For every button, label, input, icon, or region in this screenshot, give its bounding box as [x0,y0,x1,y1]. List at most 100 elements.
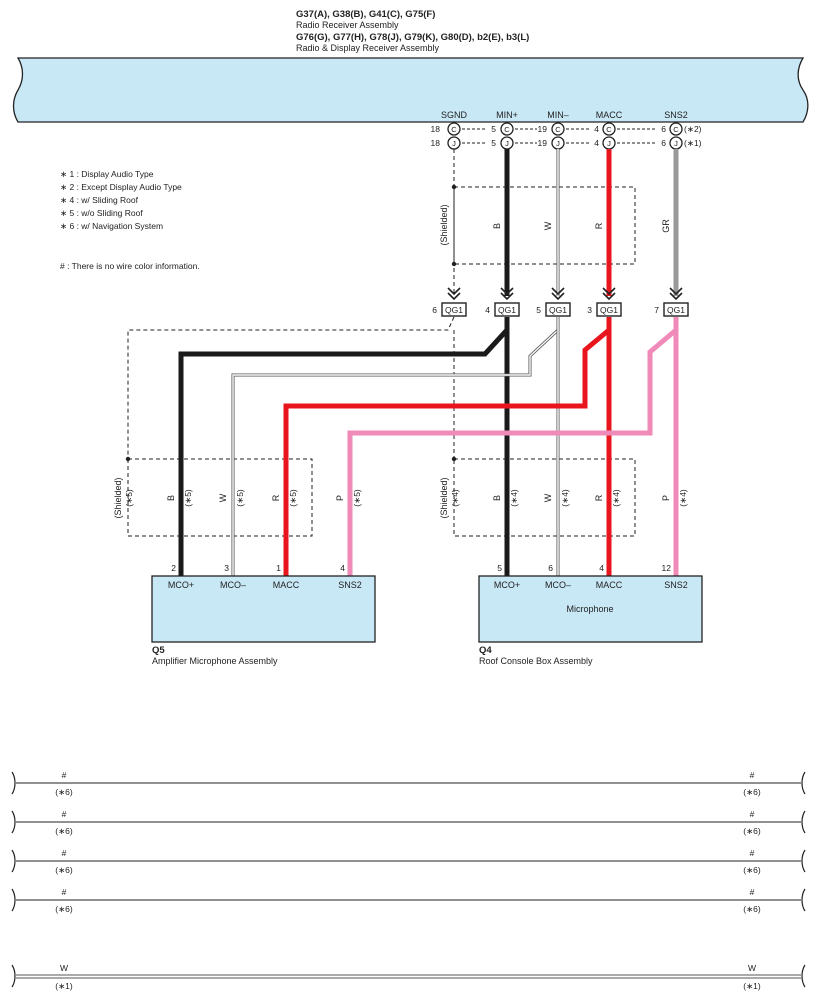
svg-text:QG1: QG1 [498,305,516,315]
svg-text:4: 4 [594,124,599,134]
legend: ∗ 1 : Display Audio Type ∗ 2 : Except Di… [60,169,200,271]
svg-text:6: 6 [548,563,553,573]
upper-color-gr: GR [661,219,671,233]
svg-text:18: 18 [431,138,441,148]
svg-text:P: P [335,495,345,501]
right-shield [453,458,636,537]
svg-text:#: # [750,770,755,780]
svg-text:5: 5 [536,305,541,315]
svg-text:4: 4 [599,563,604,573]
header-line1: G37(A), G38(B), G41(C), G75(F) [296,9,435,20]
upper-color-w: W [543,221,553,230]
svg-text:MCO–: MCO– [220,580,246,590]
svg-text:18: 18 [431,124,441,134]
q4-roof-console-box [478,575,703,643]
svg-text:(∗4): (∗4) [450,489,460,507]
svg-text:3: 3 [224,563,229,573]
terminal-name-sgnd: SGND [441,110,468,120]
terminal-name-macc: MACC [596,110,623,120]
left-shield [127,458,313,537]
svg-text:J: J [607,139,611,148]
svg-text:(∗4): (∗4) [611,489,621,507]
svg-text:SNS2: SNS2 [338,580,362,590]
svg-text:(∗5): (∗5) [352,489,362,507]
svg-text:(∗4): (∗4) [678,489,688,507]
svg-text:MCO+: MCO+ [168,580,194,590]
svg-text:C: C [555,125,561,134]
q4-name: Roof Console Box Assembly [479,656,593,666]
terminal-note-2: (∗2) [684,124,702,134]
svg-text:6: 6 [661,138,666,148]
header-line2: Radio Receiver Assembly [296,20,399,30]
svg-text:R: R [271,494,281,501]
svg-text:(Shielded): (Shielded) [439,477,449,518]
svg-text:J: J [556,139,560,148]
terminal-name-min-minus: MIN– [547,110,569,120]
right-pin-numbers: 5 6 4 12 [497,563,671,573]
svg-text:QG1: QG1 [549,305,567,315]
svg-text:6: 6 [432,305,437,315]
svg-text:C: C [673,125,679,134]
svg-text:MCO–: MCO– [545,580,571,590]
svg-text:(∗6): (∗6) [55,787,73,797]
sgnd-shield-drain [127,316,455,459]
svg-text:(∗6): (∗6) [55,865,73,875]
connector-pins [447,122,683,150]
svg-text:(∗6): (∗6) [743,826,761,836]
svg-text:J: J [674,139,678,148]
svg-text:QG1: QG1 [667,305,685,315]
svg-text:5: 5 [497,563,502,573]
legend-note: # : There is no wire color information. [60,261,200,271]
upper-color-r: R [594,222,604,229]
svg-text:#: # [62,887,67,897]
q5-terminal-labels: MCO+ MCO– MACC SNS2 [168,580,362,590]
svg-text:J: J [452,139,456,148]
svg-text:P: P [661,495,671,501]
terminal-name-sns2: SNS2 [664,110,688,120]
svg-text:C: C [504,125,510,134]
svg-text:(∗6): (∗6) [743,865,761,875]
terminal-note-1: (∗1) [684,138,702,148]
q5-amplifier-microphone-box [151,575,376,643]
svg-text:7: 7 [654,305,659,315]
terminal-name-min-plus: MIN+ [496,110,518,120]
svg-text:#: # [750,887,755,897]
svg-text:W: W [218,493,228,502]
svg-text:(∗6): (∗6) [743,787,761,797]
svg-text:MACC: MACC [596,580,623,590]
svg-text:SNS2: SNS2 [664,580,688,590]
svg-text:∗ 5 : w/o Sliding Roof: ∗ 5 : w/o Sliding Roof [60,208,143,218]
svg-text:2: 2 [171,563,176,573]
q5-name: Amplifier Microphone Assembly [152,656,278,666]
q4-terminal-labels: MCO+ MCO– MACC SNS2 [494,580,688,590]
left-pin-numbers: 2 3 1 4 [171,563,345,573]
svg-text:(∗1): (∗1) [743,981,761,991]
svg-text:W: W [748,963,756,973]
svg-text:J: J [505,139,509,148]
upper-shield [453,186,636,265]
q4-microphone-label: Microphone [566,604,613,614]
svg-text:(∗5): (∗5) [235,489,245,507]
svg-text:MACC: MACC [273,580,300,590]
svg-text:(∗6): (∗6) [55,904,73,914]
header-line3: G76(G), G77(H), G78(J), G79(K), G80(D), … [296,32,529,43]
svg-text:#: # [750,848,755,858]
svg-text:∗ 6 : w/ Navigation System: ∗ 6 : w/ Navigation System [60,221,163,231]
svg-text:C: C [451,125,457,134]
continuation-line: # (∗6) # (∗6) [11,848,806,875]
svg-text:W: W [543,493,553,502]
continuation-line-white: W (∗1) W (∗1) [11,963,806,991]
svg-text:(∗6): (∗6) [743,904,761,914]
svg-text:4: 4 [340,563,345,573]
svg-text:12: 12 [662,563,672,573]
junction-connectors: QG1 QG1 QG1 QG1 QG1 6 4 5 3 7 [432,302,689,317]
svg-text:R: R [594,494,604,501]
q4-code: Q4 [479,645,492,656]
right-group-labels: (Shielded) (∗4) B (∗4) W (∗4) R (∗4) P (… [439,477,688,518]
svg-text:B: B [492,495,502,501]
svg-text:4: 4 [594,138,599,148]
continuation-line: # (∗6) # (∗6) [11,809,806,836]
svg-text:#: # [62,809,67,819]
svg-text:6: 6 [661,124,666,134]
svg-text:(∗1): (∗1) [55,981,73,991]
